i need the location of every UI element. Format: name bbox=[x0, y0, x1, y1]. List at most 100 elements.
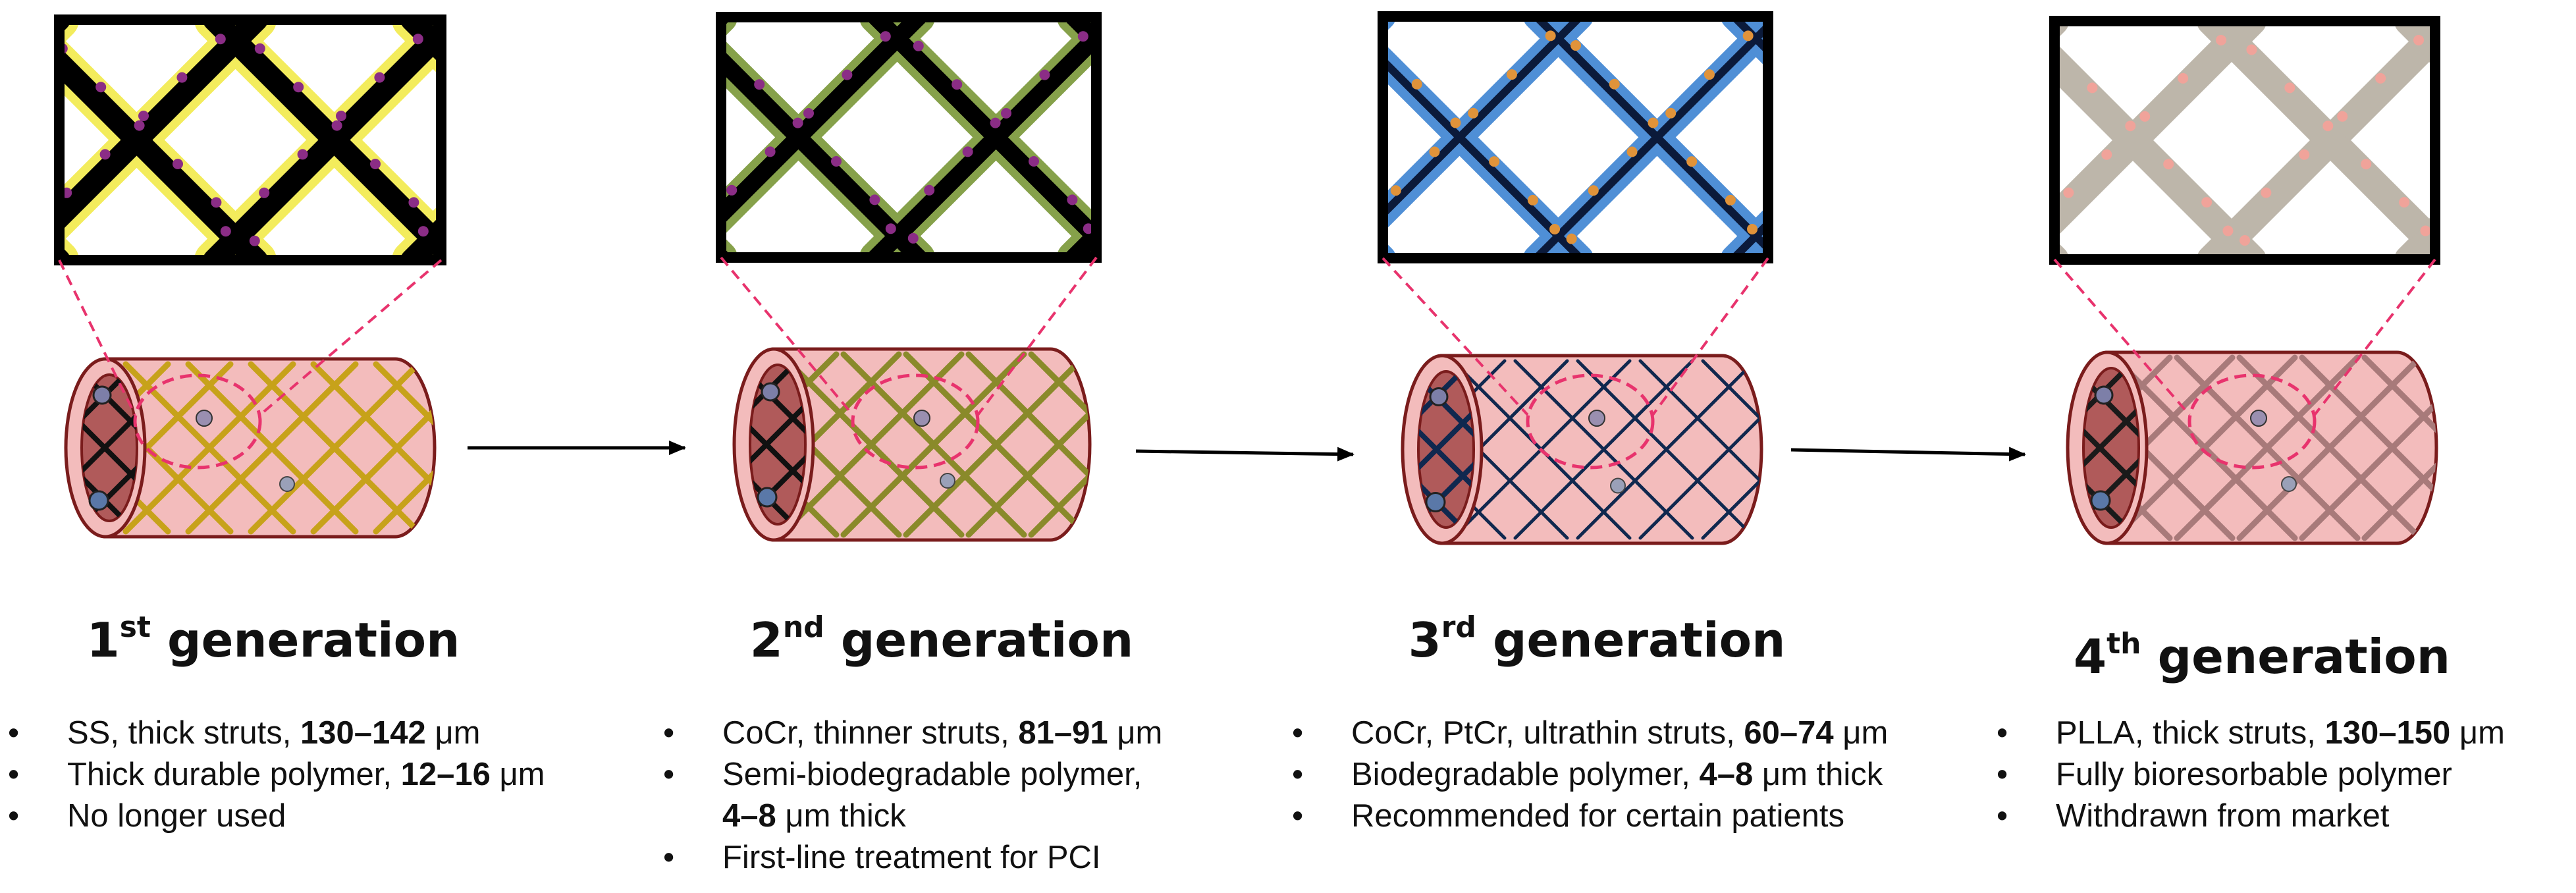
polymer-dot bbox=[688, 82, 699, 92]
stent-strut bbox=[1028, 351, 1090, 538]
cell-dot bbox=[279, 476, 295, 492]
polymer-dot bbox=[1083, 223, 1094, 234]
polymer-dot bbox=[2246, 44, 2257, 55]
stent-strut bbox=[2424, 354, 2436, 541]
progression-arrow bbox=[1790, 447, 2026, 462]
polymer-dot bbox=[606, 197, 616, 207]
polymer-dot bbox=[447, 236, 458, 246]
cell-dot bbox=[196, 410, 213, 427]
stent-strut bbox=[1891, 361, 2068, 538]
leader-line bbox=[2313, 258, 2436, 416]
generation-3-features: CoCr, PtCr, ultrathin struts, 60–74 μmBi… bbox=[1292, 713, 1888, 837]
polymer-dot bbox=[2413, 34, 2425, 45]
strut bbox=[1532, 16, 1768, 254]
polymer-dot bbox=[249, 235, 260, 246]
polymer-dot bbox=[2201, 197, 2213, 208]
polymer-dot bbox=[644, 70, 655, 80]
polymer-coating bbox=[2054, 238, 2069, 259]
polymer-dot bbox=[1742, 30, 1754, 41]
polymer-dot bbox=[1966, 40, 1976, 51]
polymer-dot bbox=[1686, 156, 1698, 167]
polymer-dot bbox=[2178, 72, 2189, 84]
strut bbox=[1065, 17, 1096, 53]
leader-line bbox=[1382, 257, 1529, 416]
polymer-dot bbox=[556, 79, 567, 90]
feature-unit: μm bbox=[1833, 715, 1889, 751]
polymer-dot bbox=[1309, 69, 1320, 80]
cell-dot bbox=[1429, 387, 1449, 406]
polymer-dot bbox=[1264, 194, 1275, 205]
polymer-dot bbox=[1111, 41, 1121, 51]
polymer-dot bbox=[2261, 187, 2272, 198]
leader-line bbox=[2053, 258, 2191, 416]
feature-text: Thick durable polymer, bbox=[67, 757, 401, 792]
polymer-dot bbox=[2222, 225, 2234, 236]
polymer-dot bbox=[913, 40, 924, 51]
stent-mesh bbox=[774, 351, 1090, 538]
polymer-dot bbox=[1945, 224, 1955, 234]
cell-dot bbox=[1588, 410, 1605, 427]
stent-strut bbox=[2107, 354, 2173, 541]
generation-3-figure bbox=[1291, 11, 2068, 545]
polymer-dot bbox=[2125, 121, 2136, 132]
polymer-dot bbox=[1962, 234, 1972, 244]
feature-item: Recommended for certain patients bbox=[1292, 796, 1888, 837]
polymer-dot bbox=[2558, 159, 2569, 169]
magnified-view-frame bbox=[54, 14, 446, 265]
polymer-coating bbox=[1057, 211, 1096, 257]
polymer-dot bbox=[645, 236, 655, 246]
cell-dot bbox=[940, 473, 955, 489]
polymer-dot bbox=[529, 185, 539, 196]
feature-item: Biodegradable polymer, 4–8 μm thick bbox=[1292, 754, 1888, 796]
polymer-dot bbox=[2063, 187, 2074, 198]
polymer-dot bbox=[2535, 111, 2545, 122]
polymer-dot bbox=[412, 34, 423, 45]
ordinal-suffix: st bbox=[119, 610, 151, 644]
polymer-dot bbox=[99, 149, 111, 160]
strut bbox=[2054, 43, 2265, 259]
vessel-lumen bbox=[1417, 370, 1475, 529]
polymer-dot bbox=[518, 41, 529, 51]
ordinal-number: 2 bbox=[749, 612, 783, 668]
stent-strut bbox=[1028, 351, 1090, 538]
leader-line bbox=[1651, 257, 1769, 416]
polymer-coating bbox=[392, 20, 441, 78]
polymer-dot bbox=[1863, 108, 1873, 119]
polymer-dot bbox=[173, 159, 183, 169]
polymer-dot bbox=[1291, 156, 1302, 167]
cell-dot bbox=[2281, 476, 2297, 492]
progression-arrow bbox=[1135, 447, 1355, 462]
generation-1-figure bbox=[23, 14, 699, 539]
polymer-dot bbox=[606, 108, 616, 119]
polymer-dot bbox=[491, 223, 501, 234]
vessel-lumen bbox=[2082, 367, 2140, 529]
polymer-dot bbox=[2284, 82, 2295, 94]
magnified-view-frame bbox=[2049, 16, 2440, 265]
polymer-dot bbox=[2022, 147, 2032, 157]
polymer-dot bbox=[2240, 235, 2251, 246]
cell-dot bbox=[2090, 490, 2111, 511]
polymer-dot bbox=[2361, 159, 2372, 170]
polymer-dot bbox=[2444, 44, 2454, 55]
feature-value: 4–8 bbox=[722, 798, 776, 834]
polymer-dot bbox=[1160, 146, 1171, 157]
polymer-dot bbox=[23, 226, 34, 236]
strut-lattice bbox=[23, 20, 699, 260]
lumen-strut bbox=[750, 365, 805, 524]
polymer-dot bbox=[842, 69, 853, 80]
polymer-dot bbox=[672, 194, 682, 205]
polymer-dot bbox=[1704, 69, 1715, 80]
polymer-dot bbox=[1807, 79, 1817, 90]
polymer-dot bbox=[1665, 107, 1677, 119]
polymer-dot bbox=[293, 82, 304, 93]
polymer-dot bbox=[952, 79, 963, 90]
stent-strut bbox=[2552, 358, 2576, 538]
stent-mesh bbox=[105, 361, 435, 535]
stent-strut bbox=[2552, 358, 2576, 538]
polymer-dot bbox=[792, 117, 803, 128]
polymer-coating bbox=[2054, 21, 2069, 42]
feature-item: CoCr, PtCr, ultrathin struts, 60–74 μm bbox=[1292, 713, 1888, 754]
strut bbox=[2054, 240, 2068, 259]
polymer-dot bbox=[2322, 121, 2334, 132]
